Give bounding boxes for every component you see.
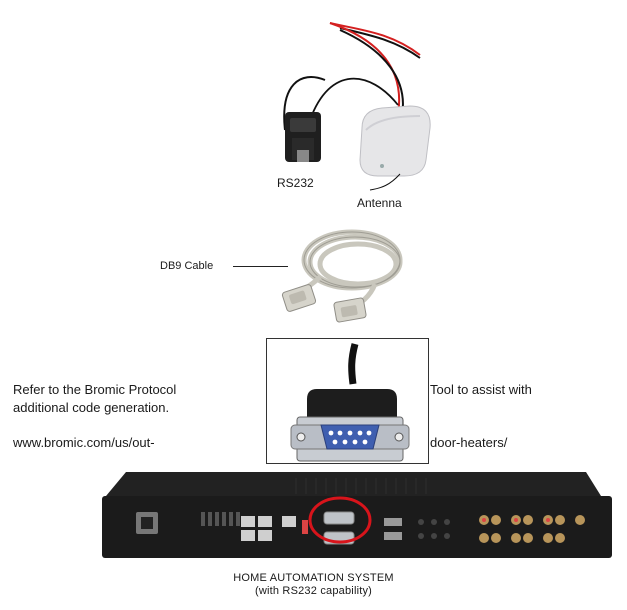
db9-cable-label: DB9 Cable — [160, 260, 214, 272]
caption-line2: (with RS232 capability) — [254, 585, 373, 597]
instruction-text-line1-left: Refer to the Bromic Protocol — [13, 382, 177, 397]
rs232-label: RS232 — [277, 176, 314, 190]
db9-cable-illustration — [281, 229, 403, 323]
antenna-label: Antenna — [357, 196, 402, 210]
instruction-text-line2: additional code generation. — [13, 400, 170, 415]
url-text-right[interactable]: door-heaters/ — [430, 435, 508, 450]
connector-closeup-frame — [266, 338, 429, 464]
caption-line1: HOME AUTOMATION SYSTEM — [233, 572, 394, 584]
url-text-left[interactable]: www.bromic.com/us/out- — [13, 435, 155, 450]
instruction-text-line1-right: Tool to assist with — [430, 382, 532, 397]
db9-connector-illustration — [290, 343, 410, 462]
home-automation-device-illustration — [102, 472, 612, 558]
receiver-module-illustration — [283, 22, 431, 191]
leader-line — [233, 266, 288, 267]
